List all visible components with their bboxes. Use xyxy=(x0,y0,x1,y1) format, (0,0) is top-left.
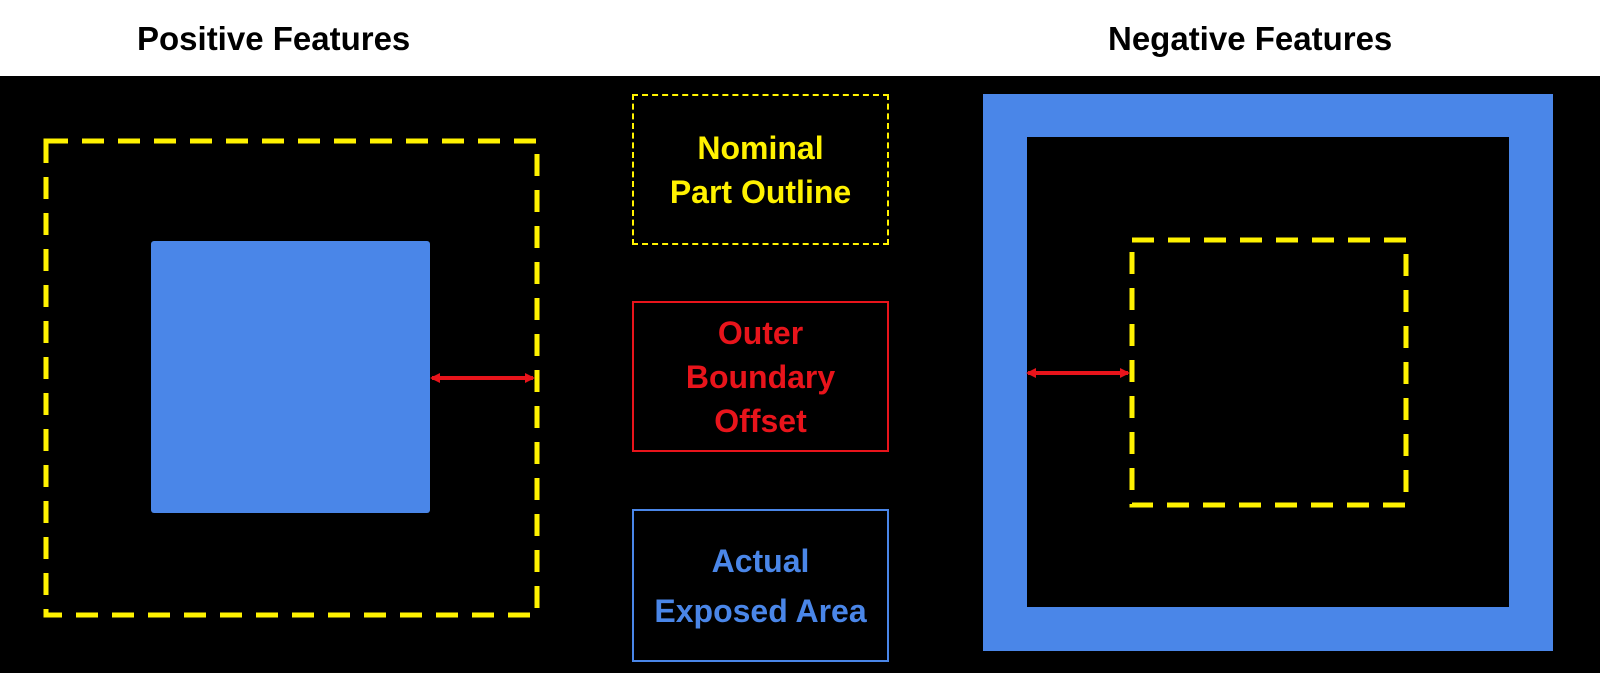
negative-nominal-outline xyxy=(1129,237,1409,508)
legend-offset-line2: Boundary xyxy=(685,358,836,395)
legend-offset-line1: Outer xyxy=(717,314,804,351)
legend-exposed-line1: Actual xyxy=(711,542,810,579)
legend-offset-line3: Offset xyxy=(714,402,807,439)
positive-features-heading: Positive Features xyxy=(137,20,411,57)
negative-features-heading: Negative Features xyxy=(1108,20,1393,57)
legend-outer-boundary-offset: Outer Boundary Offset xyxy=(632,301,889,452)
positive-nominal-outline xyxy=(43,138,540,618)
positive-exposed-area xyxy=(151,241,430,513)
legend-nominal-line1: Nominal xyxy=(697,129,824,166)
legend-nominal-line2: Part Outline xyxy=(669,173,852,210)
legend-nominal-part-outline: Nominal Part Outline xyxy=(632,94,889,245)
header-band: Positive Features Negative Features xyxy=(0,0,1600,76)
legend-exposed-line2: Exposed Area xyxy=(654,592,867,629)
legend-actual-exposed-area: Actual Exposed Area xyxy=(632,509,889,662)
